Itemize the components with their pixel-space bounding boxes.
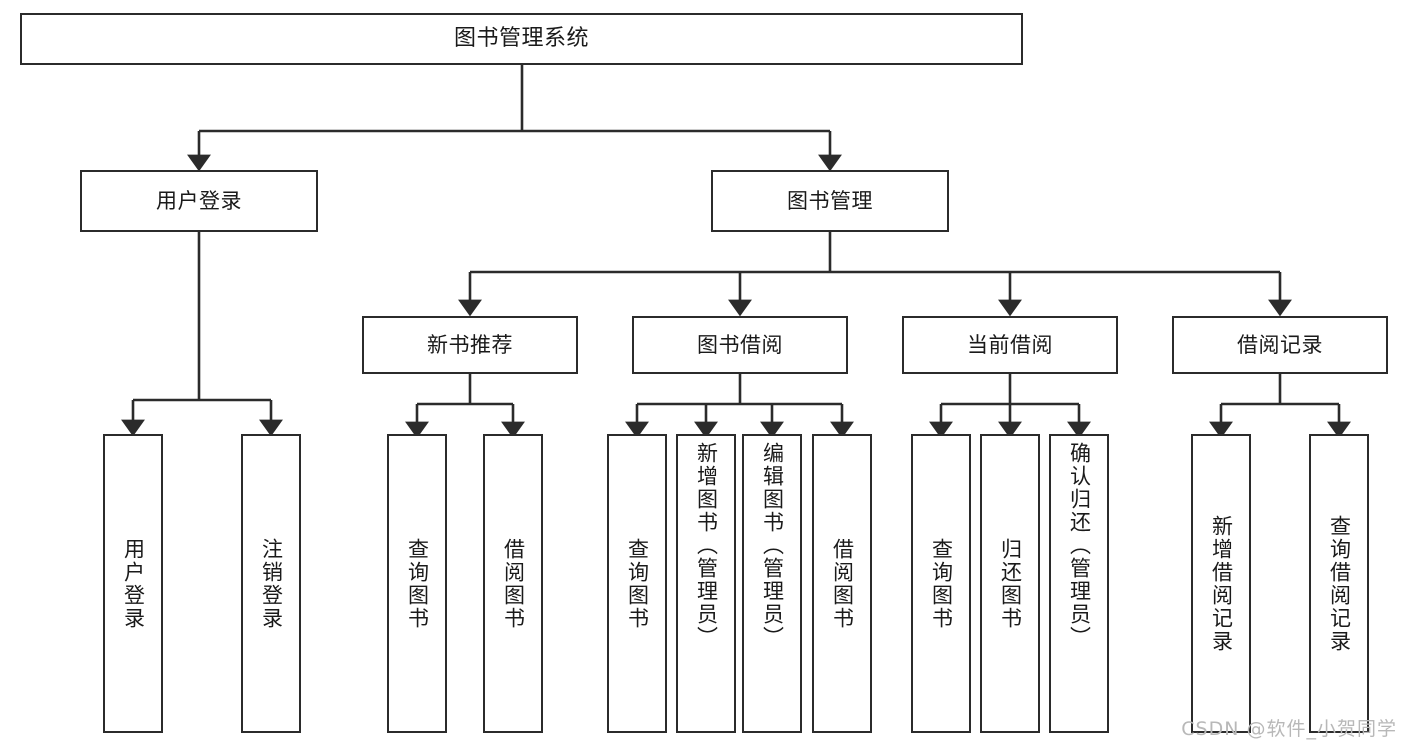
leaf-borrow-edit-book-admin[interactable]: 编辑图书（管理员）: [742, 434, 802, 733]
node-label: 图书管理系统: [453, 26, 589, 52]
node-book-borrow[interactable]: 图书借阅: [632, 316, 848, 374]
node-label: 借阅记录: [1237, 332, 1323, 357]
node-label: 新增借阅记录: [1209, 514, 1234, 653]
leaf-user-login-logout[interactable]: 注销登录: [241, 434, 301, 733]
leaf-record-add-record[interactable]: 新增借阅记录: [1191, 434, 1251, 733]
node-label: 借阅图书: [830, 537, 855, 630]
leaf-record-query-record[interactable]: 查询借阅记录: [1309, 434, 1369, 733]
node-label: 借阅图书: [501, 537, 526, 630]
leaf-user-login-login[interactable]: 用户登录: [103, 434, 163, 733]
node-user-login[interactable]: 用户登录: [80, 170, 318, 232]
leaf-current-return-book[interactable]: 归还图书: [980, 434, 1040, 733]
node-label: 编辑图书（管理员）: [760, 442, 785, 649]
node-current-borrow[interactable]: 当前借阅: [902, 316, 1118, 374]
node-label: 查询借阅记录: [1327, 514, 1352, 653]
node-label: 注销登录: [259, 537, 284, 630]
leaf-current-query-book[interactable]: 查询图书: [911, 434, 971, 733]
node-label: 当前借阅: [967, 332, 1053, 357]
node-new-book-recommend[interactable]: 新书推荐: [362, 316, 578, 374]
node-label: 查询图书: [405, 537, 430, 630]
leaf-current-confirm-return-admin[interactable]: 确认归还（管理员）: [1049, 434, 1109, 733]
node-label: 用户登录: [121, 537, 146, 630]
leaf-borrow-query-book[interactable]: 查询图书: [607, 434, 667, 733]
node-label: 图书管理: [787, 188, 873, 213]
watermark: CSDN @软件_小贺同学: [1181, 718, 1397, 740]
node-label: 新增图书（管理员）: [694, 442, 719, 649]
node-label: 查询图书: [625, 537, 650, 630]
node-borrow-record[interactable]: 借阅记录: [1172, 316, 1388, 374]
node-label: 查询图书: [929, 537, 954, 630]
leaf-recommend-borrow-book[interactable]: 借阅图书: [483, 434, 543, 733]
node-label: 归还图书: [998, 537, 1023, 630]
node-label: 新书推荐: [427, 332, 513, 357]
leaf-borrow-add-book-admin[interactable]: 新增图书（管理员）: [676, 434, 736, 733]
node-label: 用户登录: [156, 188, 242, 213]
leaf-recommend-query-book[interactable]: 查询图书: [387, 434, 447, 733]
node-book-management[interactable]: 图书管理: [711, 170, 949, 232]
node-root-system[interactable]: 图书管理系统: [20, 13, 1023, 65]
node-label: 图书借阅: [697, 332, 783, 357]
node-label: 确认归还（管理员）: [1067, 442, 1092, 649]
leaf-borrow-borrow-book[interactable]: 借阅图书: [812, 434, 872, 733]
